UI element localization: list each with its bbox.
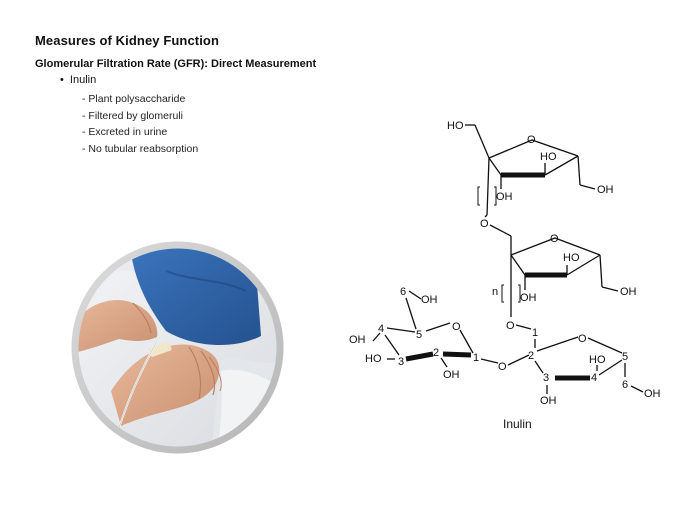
list-item: Plant polysaccharide [82,91,198,108]
label-oh: OH [496,191,513,203]
label-ho: HO [365,353,382,365]
carbon-label-2: 2 [528,350,534,362]
photo-illustration [71,241,284,454]
carbon-label-3: 3 [398,356,404,368]
label-oh: OH [597,184,614,196]
label-ho: HO [447,120,464,132]
top-fructose-ring: HO O HO OH OH [447,120,614,216]
inulin-properties-list: Plant polysaccharide Filtered by glomeru… [82,91,198,157]
repeat-n: n [492,286,498,298]
patient-hand-iv-photo [71,241,284,454]
carbon-label-2: 2 [433,347,439,359]
label-oh: OH [349,334,366,346]
carbon-label-6: 6 [400,286,406,298]
carbon-label-1: 1 [532,327,538,339]
ring-oxygen: O [527,134,536,146]
bottom-fructose-ring: 2 O 5 3 4 HO OH 6 OH [528,333,661,407]
patient-hand [111,344,220,426]
bullet-label: Inulin [69,74,97,86]
label-ho: HO [540,151,557,163]
middle-fructose-ring: n O HO OH OH [492,233,637,317]
label-oh: OH [620,286,637,298]
caregiver-hand [78,300,158,353]
glucose-ring: 6 OH 5 O 4 OH 3 HO 2 OH 1 O [349,286,530,381]
list-item: No tubular reabsorption [82,141,198,158]
bullet-marker: • [60,74,64,86]
bullet-item-inulin: • Inulin [60,74,96,86]
carbon-label-1: 1 [473,352,479,364]
label-ho: HO [589,354,606,366]
slide-subtitle: Glomerular Filtration Rate (GFR): Direct… [35,58,317,70]
ring-oxygen: O [452,321,461,333]
gown-shape [131,248,261,345]
label-oh: OH [644,388,661,400]
label-oh: OH [421,294,438,306]
list-item: Filtered by glomeruli [82,108,198,125]
slide-title: Measures of Kidney Function [35,33,220,48]
label-ho: HO [563,252,580,264]
ring-oxygen: O [578,333,587,345]
carbon-label-5: 5 [416,329,422,341]
ring-oxygen: O [550,233,559,245]
inulin-structure-diagram: HO O HO OH OH O n O HO OH [349,120,661,407]
glycosidic-oxygen: O [506,320,515,332]
glycosidic-oxygen: O [480,218,489,230]
carbon-label-4: 4 [378,323,384,335]
list-item: Excreted in urine [82,124,198,141]
carbon-label-4: 4 [591,372,597,384]
label-oh: OH [443,369,460,381]
label-oh: OH [520,292,537,304]
carbon-label-6: 6 [622,379,628,391]
carbon-label-5: 5 [622,351,628,363]
label-oh: OH [540,395,557,407]
structure-caption: Inulin [503,417,532,431]
carbon-label-3: 3 [543,372,549,384]
glycosidic-oxygen: O [498,361,507,373]
